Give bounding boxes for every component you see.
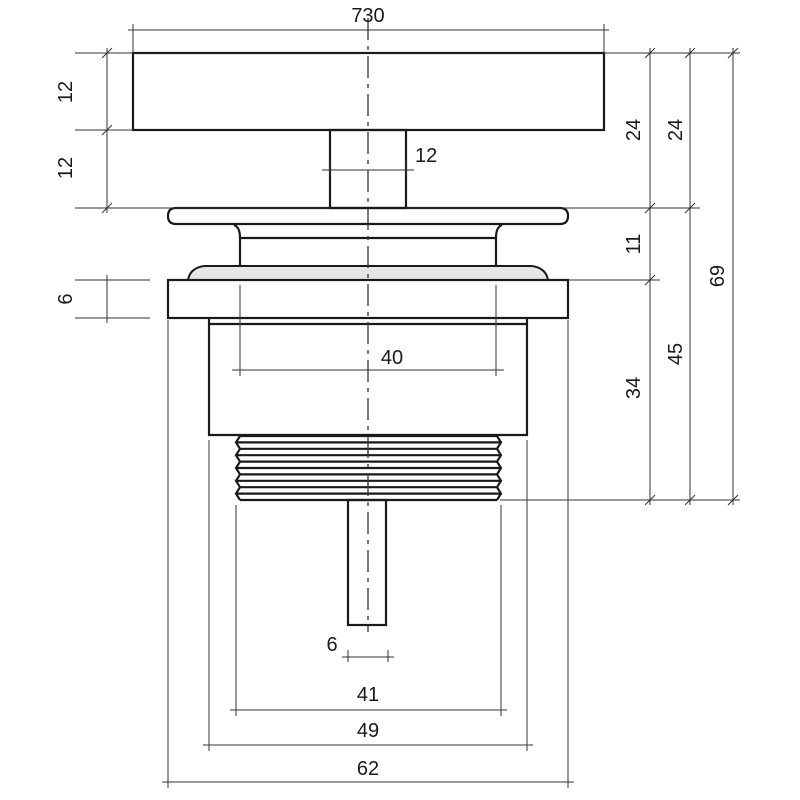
dim-34: 34 bbox=[623, 377, 645, 399]
dim-24-b: 24 bbox=[665, 119, 687, 141]
dim-49: 49 bbox=[357, 720, 379, 742]
dim-cap-12: 12 bbox=[55, 81, 77, 103]
neck bbox=[238, 238, 498, 266]
part-outline bbox=[131, 18, 606, 632]
gasket bbox=[186, 265, 550, 281]
disc bbox=[166, 206, 570, 226]
dim-62: 62 bbox=[357, 758, 379, 780]
dimension-lines bbox=[75, 24, 740, 788]
flange bbox=[166, 278, 570, 320]
rod bbox=[346, 498, 388, 627]
dim-24-a: 24 bbox=[623, 119, 645, 141]
dim-11: 11 bbox=[623, 234, 645, 255]
dim-69: 69 bbox=[707, 265, 729, 287]
dim-stem-width: 12 bbox=[415, 145, 437, 167]
dim-40: 40 bbox=[381, 347, 403, 369]
dim-rod-6: 6 bbox=[326, 634, 337, 656]
dim-stem-12: 12 bbox=[55, 157, 77, 179]
dim-730: 730 bbox=[351, 5, 384, 27]
dim-41: 41 bbox=[357, 684, 379, 706]
dimension-labels: 730 12 12 12 6 40 24 24 11 34 45 69 6 41… bbox=[55, 5, 729, 780]
dim-flange-6: 6 bbox=[55, 293, 77, 304]
dim-45: 45 bbox=[665, 343, 687, 365]
